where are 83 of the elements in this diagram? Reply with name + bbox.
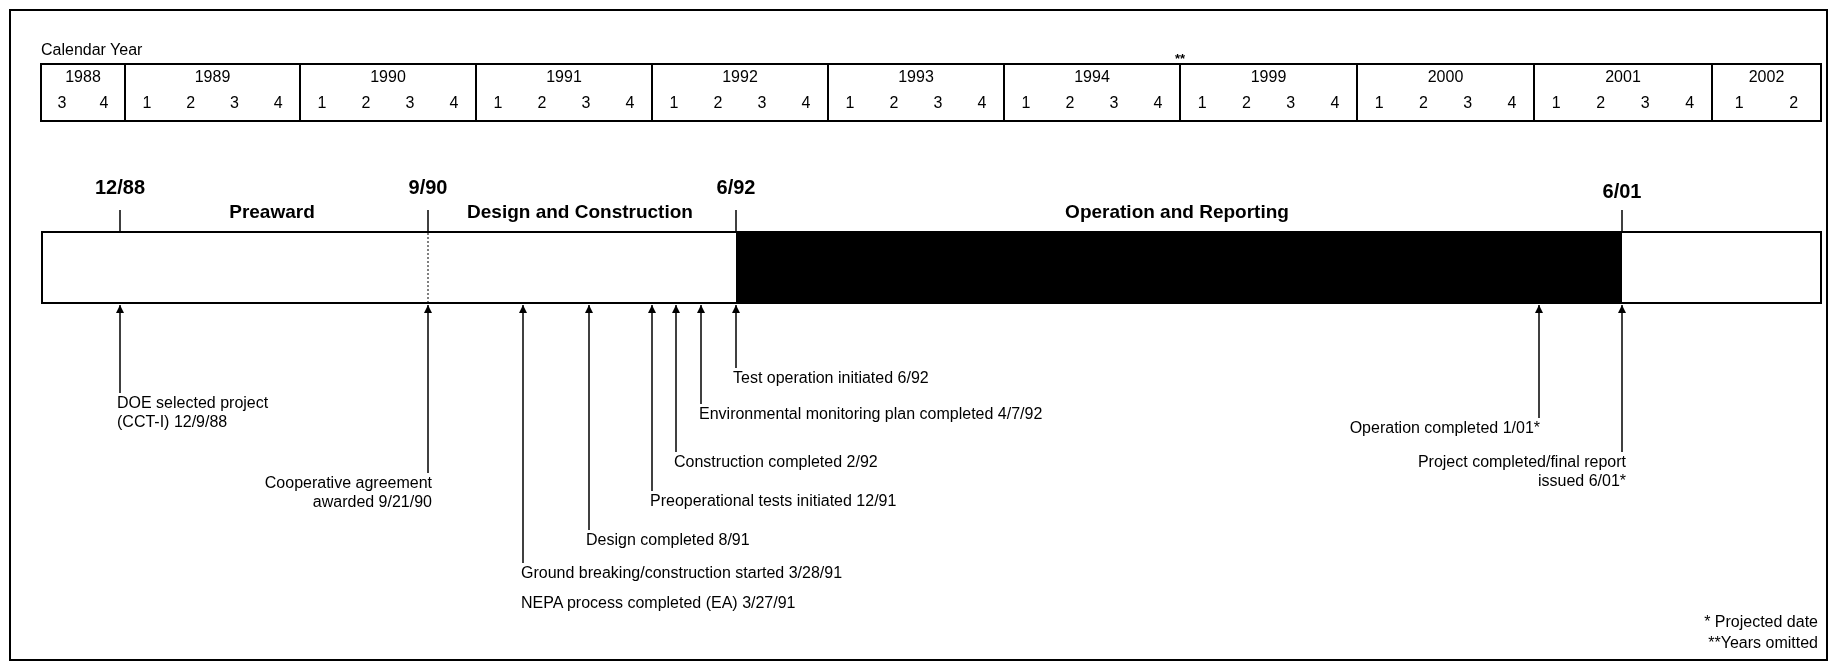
year-label: 2002 [1748,67,1785,86]
quarter-number: 4 [1685,93,1695,112]
footnote-mark: ** [1174,50,1186,68]
quarter-number: 2 [186,93,196,112]
year-label: 2001 [1605,67,1641,86]
timeline-bar [41,231,1822,304]
year-label: 1999 [1250,67,1287,86]
milestone-text: DOE selected project (CCT-I) 12/9/88 [117,393,302,431]
year-label: 2000 [1427,67,1464,86]
quarter-number: 4 [99,93,109,112]
arrow [1535,304,1543,419]
year-label: 1990 [370,67,406,86]
quarter-number: 3 [581,93,591,112]
milestone-text: Preoperational tests initiated 12/91 [650,491,897,510]
milestone-date: 6/01 [1602,180,1642,203]
quarter-number: 4 [449,93,459,112]
quarter-number: 1 [1551,93,1561,112]
quarter-number: 1 [317,93,327,112]
year-label: 1988 [65,67,101,86]
milestone-text: Test operation initiated 6/92 [733,368,929,387]
milestone-date: 9/90 [408,176,448,199]
quarter-number: 3 [757,93,767,112]
quarter-number: 2 [1418,93,1428,112]
milestone-text: Project completed/final report issued 6/01* [1376,452,1626,490]
milestone-text: Environmental monitoring plan completed 4/7/92 [699,404,1043,423]
quarter-number: 4 [801,93,811,112]
quarter-number: 1 [1021,93,1031,112]
quarter-number: 1 [1197,93,1207,112]
quarter-number: 3 [229,93,239,112]
quarter-number: 1 [669,93,679,112]
arrow [672,304,680,453]
year-label: 1992 [722,67,758,86]
quarter-number: 4 [273,93,283,112]
milestone-text: Cooperative agreement awarded 9/21/90 [232,473,432,511]
quarter-number: 1 [493,93,503,112]
quarter-number: 3 [1640,93,1650,112]
phase-label: Design and Construction [467,201,693,223]
quarter-number: 1 [845,93,855,112]
year-label: 1989 [194,67,231,86]
quarter-number: 2 [713,93,723,112]
quarter-number: 4 [1507,93,1517,112]
year-label: 1993 [898,67,934,86]
year-label: 1991 [546,67,582,86]
arrow [519,304,527,564]
year-label: 1994 [1074,67,1110,86]
arrow [585,304,593,531]
quarter-number: 2 [361,93,371,112]
quarter-number: 2 [1596,93,1606,112]
arrow [424,304,432,474]
axis-title: Calendar Year [41,40,143,59]
quarter-number: 4 [1330,93,1340,112]
milestone-text: Design completed 8/91 [586,530,750,549]
quarter-number: 3 [1286,93,1296,112]
phase-label: Operation and Reporting [1065,201,1289,223]
quarter-number: 2 [537,93,547,112]
arrow [697,304,705,405]
quarter-number: 3 [57,93,67,112]
quarter-number: 4 [977,93,987,112]
quarter-number: 2 [1065,93,1075,112]
milestone-text: Ground breaking/construction started 3/28/91 NEPA process completed (EA) 3/27/91 [521,563,843,612]
milestone-text: Construction completed 2/92 [674,452,878,471]
arrow [732,304,740,369]
quarter-number: 2 [1789,93,1799,112]
milestone-date: 6/92 [716,176,756,199]
quarter-number: 4 [625,93,635,112]
quarter-number: 2 [889,93,899,112]
arrow [116,304,124,394]
footnote: * Projected date [1704,612,1818,631]
quarter-number: 1 [142,93,152,112]
footnote: **Years omitted [1708,633,1818,652]
milestone-date: 12/88 [94,176,146,199]
phase-label: Preaward [229,201,315,223]
quarter-number: 3 [933,93,943,112]
quarter-number: 4 [1153,93,1163,112]
quarter-number: 3 [405,93,415,112]
quarter-number: 1 [1734,93,1744,112]
arrow [1618,304,1626,453]
milestone-text: Operation completed 1/01* [1349,418,1540,437]
quarter-number: 3 [1109,93,1119,112]
quarter-number: 1 [1374,93,1384,112]
arrow [648,304,656,492]
quarter-number: 3 [1463,93,1473,112]
quarter-number: 2 [1241,93,1251,112]
